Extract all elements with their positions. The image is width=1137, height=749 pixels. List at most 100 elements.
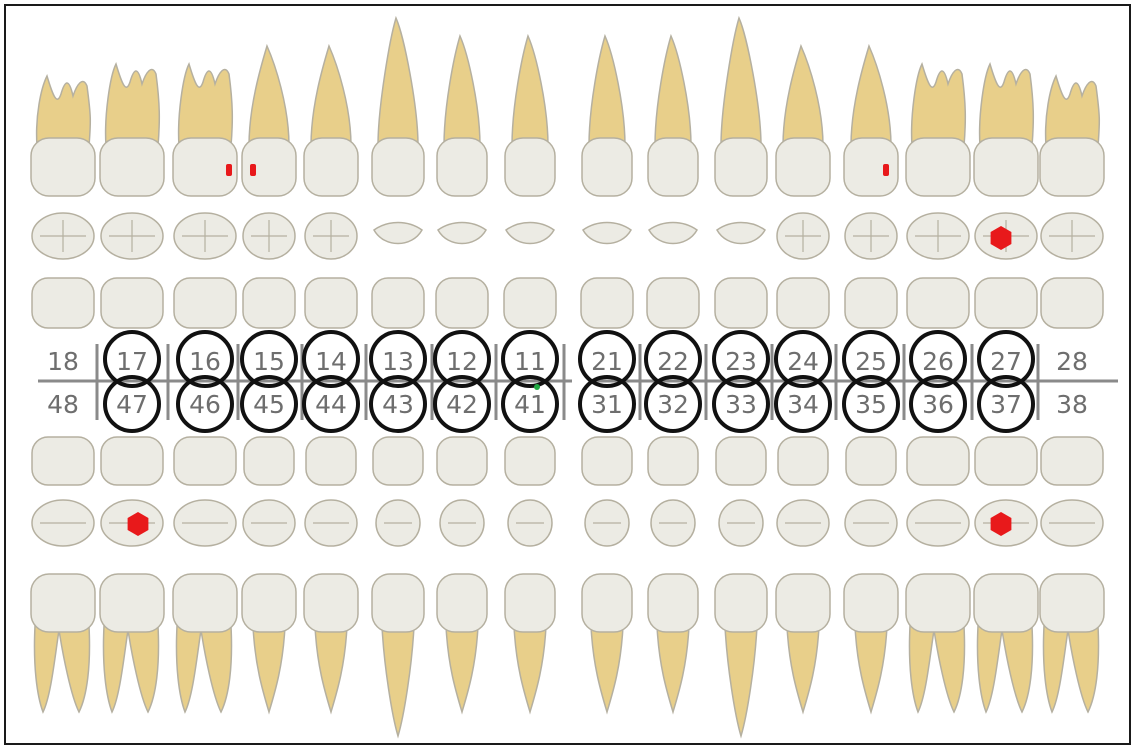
lingual-shape	[716, 437, 766, 485]
lingual-shape	[715, 278, 767, 328]
crown-shape	[31, 138, 95, 196]
crown-shape	[372, 574, 424, 632]
tooth-number-35: 35	[855, 390, 887, 419]
lingual-shape	[846, 437, 896, 485]
tooth-number-16: 16	[189, 347, 221, 376]
tooth-number-47: 47	[116, 390, 148, 419]
root-shape	[315, 626, 347, 712]
tooth-number-17: 17	[116, 347, 148, 376]
lingual-shape	[1041, 437, 1103, 485]
lingual-shape	[778, 437, 828, 485]
tooth-number-22: 22	[657, 347, 689, 376]
root-shape	[851, 46, 891, 146]
root-shape	[103, 626, 158, 712]
lingual-shape	[437, 437, 487, 485]
lingual-shape	[244, 437, 294, 485]
lower-lingual-row	[32, 437, 1103, 485]
crown-shape	[844, 574, 898, 632]
crown-shape	[242, 574, 296, 632]
caries-marker	[226, 164, 232, 176]
crown-shape	[715, 138, 767, 196]
tooth-number-34: 34	[787, 390, 819, 419]
crown-shape	[1040, 138, 1104, 196]
lingual-shape	[305, 278, 357, 328]
crown-shape	[648, 138, 698, 196]
lingual-shape	[648, 437, 698, 485]
lingual-shape	[101, 278, 163, 328]
crown-shape	[173, 574, 237, 632]
crown-shape	[844, 138, 898, 196]
lingual-shape	[32, 437, 94, 485]
tooth-number-24: 24	[787, 347, 819, 376]
root-shape	[179, 64, 233, 146]
lingual-shape	[975, 437, 1037, 485]
crown-shape	[776, 138, 830, 196]
root-shape	[657, 626, 689, 712]
crown-shape	[776, 574, 830, 632]
tooth-number-36: 36	[922, 390, 954, 419]
root-shape	[589, 36, 625, 146]
green-dot-marker	[534, 384, 540, 390]
occlusal-shape	[717, 223, 765, 244]
root-shape	[655, 36, 691, 146]
lingual-shape	[907, 278, 969, 328]
tooth-number-14: 14	[315, 347, 347, 376]
tooth-number-23: 23	[725, 347, 757, 376]
tooth-number-42: 42	[446, 390, 478, 419]
lingual-shape	[174, 278, 236, 328]
root-shape	[176, 626, 231, 712]
crown-shape	[100, 574, 164, 632]
root-shape	[725, 626, 757, 736]
root-shape	[446, 626, 478, 712]
tooth-number-27: 27	[990, 347, 1022, 376]
root-shape	[855, 626, 887, 712]
tooth-number-31: 31	[591, 390, 623, 419]
crown-shape	[505, 138, 555, 196]
lingual-shape	[436, 278, 488, 328]
tooth-number-21: 21	[591, 347, 623, 376]
root-shape	[512, 36, 548, 146]
root-shape	[311, 46, 351, 146]
lingual-shape	[373, 437, 423, 485]
lingual-shape	[777, 278, 829, 328]
lingual-shape	[582, 437, 632, 485]
tooth-number-45: 45	[253, 390, 285, 419]
root-shape	[977, 626, 1032, 712]
root-shape	[514, 626, 546, 712]
tooth-number-15: 15	[253, 347, 285, 376]
crown-shape	[304, 574, 358, 632]
tooth-number-11: 11	[514, 347, 546, 376]
root-shape	[783, 46, 823, 146]
crown-shape	[1040, 574, 1104, 632]
occlusal-shape	[374, 223, 422, 244]
crown-shape	[715, 574, 767, 632]
crown-shape	[304, 138, 358, 196]
lingual-shape	[243, 278, 295, 328]
crown-shape	[437, 574, 487, 632]
root-shape	[787, 626, 819, 712]
lingual-shape	[101, 437, 163, 485]
tooth-number-48: 48	[47, 390, 79, 419]
tooth-number-25: 25	[855, 347, 887, 376]
root-shape	[34, 626, 89, 712]
lingual-shape	[372, 278, 424, 328]
tooth-number-44: 44	[315, 390, 347, 419]
root-shape	[444, 36, 480, 146]
crown-shape	[505, 574, 555, 632]
root-shape	[106, 64, 160, 146]
caries-marker	[883, 164, 889, 176]
tooth-number-38: 38	[1056, 390, 1088, 419]
lingual-shape	[306, 437, 356, 485]
crown-shape	[906, 574, 970, 632]
lingual-shape	[581, 278, 633, 328]
lingual-shape	[647, 278, 699, 328]
tooth-number-43: 43	[382, 390, 414, 419]
tooth-number-26: 26	[922, 347, 954, 376]
tooth-number-18: 18	[47, 347, 79, 376]
root-shape	[980, 64, 1034, 146]
lingual-shape	[1041, 278, 1103, 328]
root-shape	[253, 626, 285, 712]
